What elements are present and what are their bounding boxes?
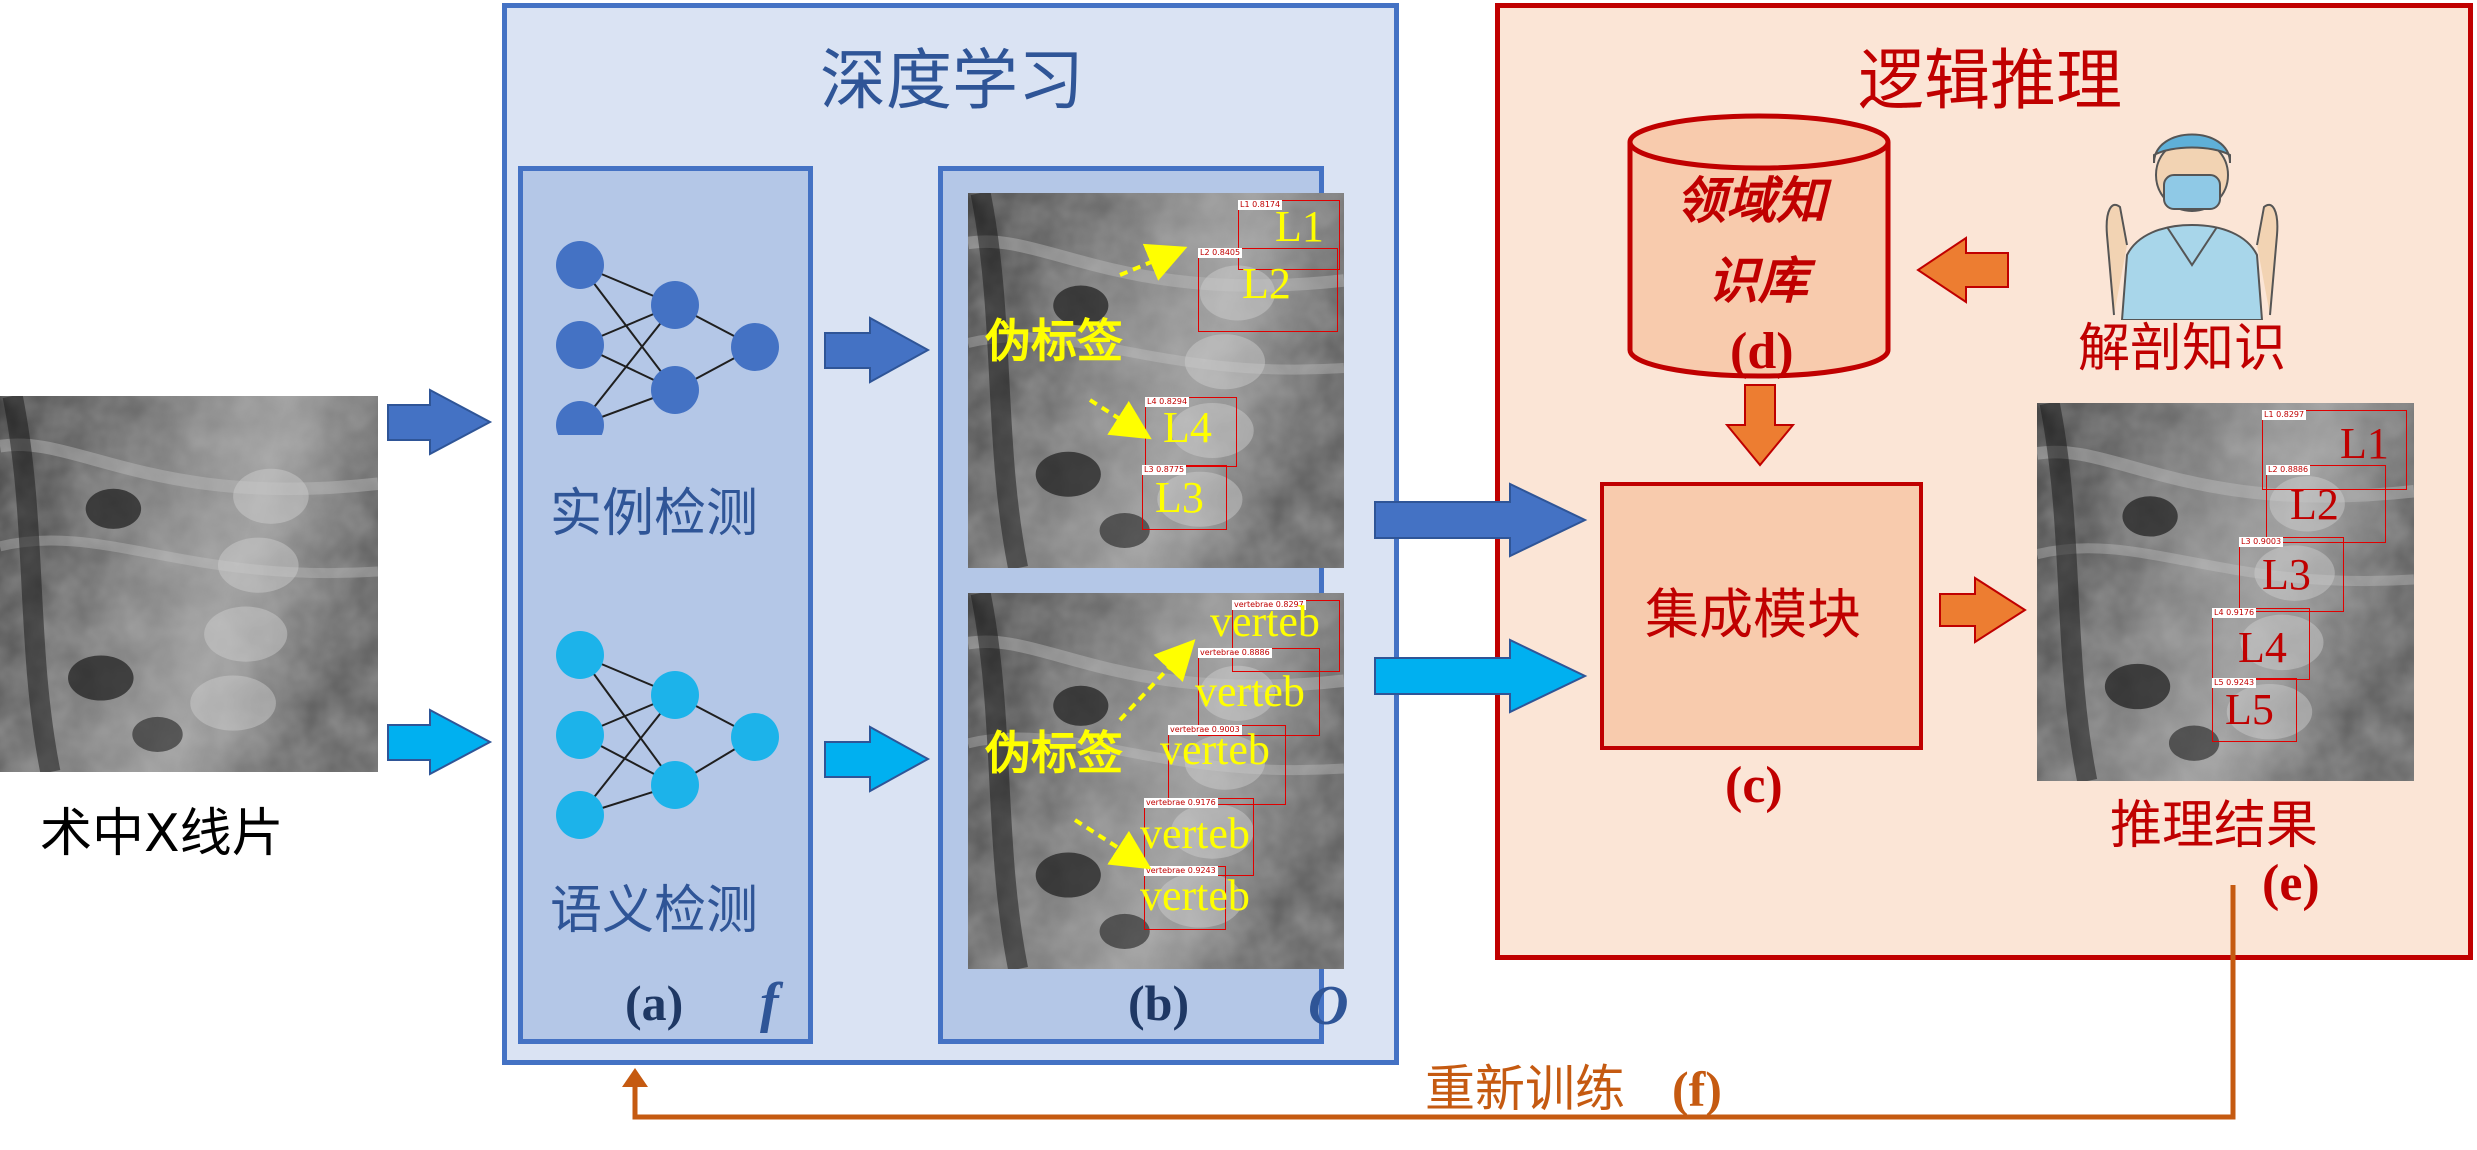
- arrow-right-icon: [824, 316, 931, 384]
- instance-bbox: L1 0.8174: [1238, 200, 1340, 270]
- module-b-tag: (b): [1128, 975, 1190, 1031]
- arrow-up-icon: [622, 1068, 648, 1087]
- semantic-bbox: vertebrae 0.9003: [1168, 725, 1286, 805]
- bbox-confidence: vertebrae 0.8297: [1232, 600, 1306, 610]
- instance-bbox-label: L2: [1242, 259, 1291, 308]
- result-bbox: L2 0.8886: [2266, 465, 2386, 543]
- bbox-confidence: vertebrae 0.8886: [1198, 648, 1272, 658]
- bbox-confidence: L2 0.8886: [2266, 465, 2311, 475]
- semantic-bbox-label: verteb: [1210, 597, 1320, 646]
- instance-pseudo-label: 伪标签: [985, 314, 1123, 368]
- instance-bbox-label: L1: [1275, 202, 1324, 251]
- instance-detection-label: 实例检测: [550, 484, 759, 544]
- surgeon-icon: [2105, 133, 2279, 320]
- result-bbox-label: L2: [2290, 480, 2339, 529]
- arrow-right-icon: [1939, 576, 2027, 644]
- result-bbox-label: L1: [2340, 419, 2389, 468]
- pseudo-label-pointer-arrows: [1088, 243, 1188, 440]
- reasoning-result-label: 推理结果: [2110, 796, 2319, 856]
- instance-network-icon: [556, 241, 779, 435]
- semantic-bbox: vertebrae 0.8297: [1232, 600, 1340, 672]
- integration-module-box: [1600, 482, 1923, 750]
- integration-module-label: 集成模块: [1645, 583, 1861, 646]
- bbox-confidence: L1 0.8174: [1238, 200, 1283, 210]
- instance-bbox-label: L4: [1163, 403, 1212, 452]
- instance-bbox: L3 0.8775: [1142, 465, 1227, 530]
- result-bbox: L1 0.8297: [2262, 410, 2407, 490]
- arrow-right-icon: [387, 388, 493, 456]
- semantic-bbox: vertebrae 0.9243: [1144, 866, 1226, 930]
- semantic-bbox-label: verteb: [1195, 667, 1305, 716]
- result-bbox: L4 0.9176: [2212, 608, 2310, 680]
- module-a-function: f: [760, 972, 779, 1034]
- arrow-right-icon: [387, 708, 493, 776]
- result-bbox-label: L3: [2262, 550, 2311, 599]
- retrain-tag: (f): [1672, 1061, 1722, 1117]
- bbox-confidence: L2 0.8405: [1198, 248, 1243, 258]
- knowledge-base-label: 识库: [1708, 252, 1808, 310]
- knowledge-base-tag: (d): [1730, 323, 1794, 380]
- semantic-pseudo-label: 伪标签: [985, 726, 1123, 780]
- reasoning-result-tag: (e): [2262, 855, 2320, 912]
- bbox-confidence: vertebrae 0.9176: [1144, 798, 1218, 808]
- bbox-confidence: L1 0.8297: [2262, 410, 2307, 420]
- bbox-confidence: vertebrae 0.9243: [1144, 866, 1218, 876]
- retrain-feedback-line: [632, 885, 2236, 1120]
- result-bbox-label: L4: [2238, 623, 2287, 672]
- retrain-label: 重新训练: [1425, 1060, 1625, 1118]
- anatomy-knowledge-label: 解剖知识: [2078, 319, 2287, 379]
- bbox-confidence: vertebrae 0.9003: [1168, 725, 1242, 735]
- result-bbox-label: L5: [2225, 685, 2274, 734]
- semantic-bbox-label: verteb: [1140, 871, 1250, 920]
- bbox-confidence: L3 0.8775: [1142, 465, 1187, 475]
- instance-bbox-label: L3: [1155, 473, 1204, 522]
- bbox-confidence: L5 0.9243: [2212, 678, 2257, 688]
- module-a-tag: (a): [625, 975, 684, 1031]
- bbox-confidence: L4 0.9176: [2212, 608, 2257, 618]
- semantic-bbox-label: verteb: [1160, 725, 1270, 774]
- deep-learning-title: 深度学习: [820, 42, 1084, 119]
- instance-bbox: L2 0.8405: [1198, 248, 1338, 332]
- result-bbox: L5 0.9243: [2212, 678, 2297, 742]
- module-b-function: O: [1308, 975, 1349, 1037]
- semantic-detection-label: 语义检测: [550, 881, 759, 941]
- bbox-confidence: L3 0.9003: [2239, 537, 2284, 547]
- arrow-right-icon: [1374, 482, 1588, 558]
- semantic-bbox: vertebrae 0.8886: [1198, 648, 1320, 736]
- arrow-down-icon: [1724, 384, 1796, 467]
- semantic-network-icon: [556, 631, 779, 839]
- bbox-confidence: L4 0.8294: [1145, 397, 1190, 407]
- integration-module-tag: (c): [1725, 757, 1783, 814]
- semantic-bbox-label: verteb: [1140, 809, 1250, 858]
- knowledge-base-label: 领域知: [1676, 172, 1826, 230]
- arrow-left-icon: [1916, 236, 2009, 304]
- pseudo-label-pointer-arrows: [1073, 639, 1196, 870]
- arrow-right-icon: [1374, 638, 1588, 714]
- knowledge-base-cylinder: [1627, 113, 1891, 379]
- input-caption: 术中X线片: [40, 804, 284, 864]
- logic-reasoning-title: 逻辑推理: [1858, 42, 2122, 119]
- result-bbox: L3 0.9003: [2239, 537, 2344, 612]
- arrow-right-icon: [824, 725, 931, 793]
